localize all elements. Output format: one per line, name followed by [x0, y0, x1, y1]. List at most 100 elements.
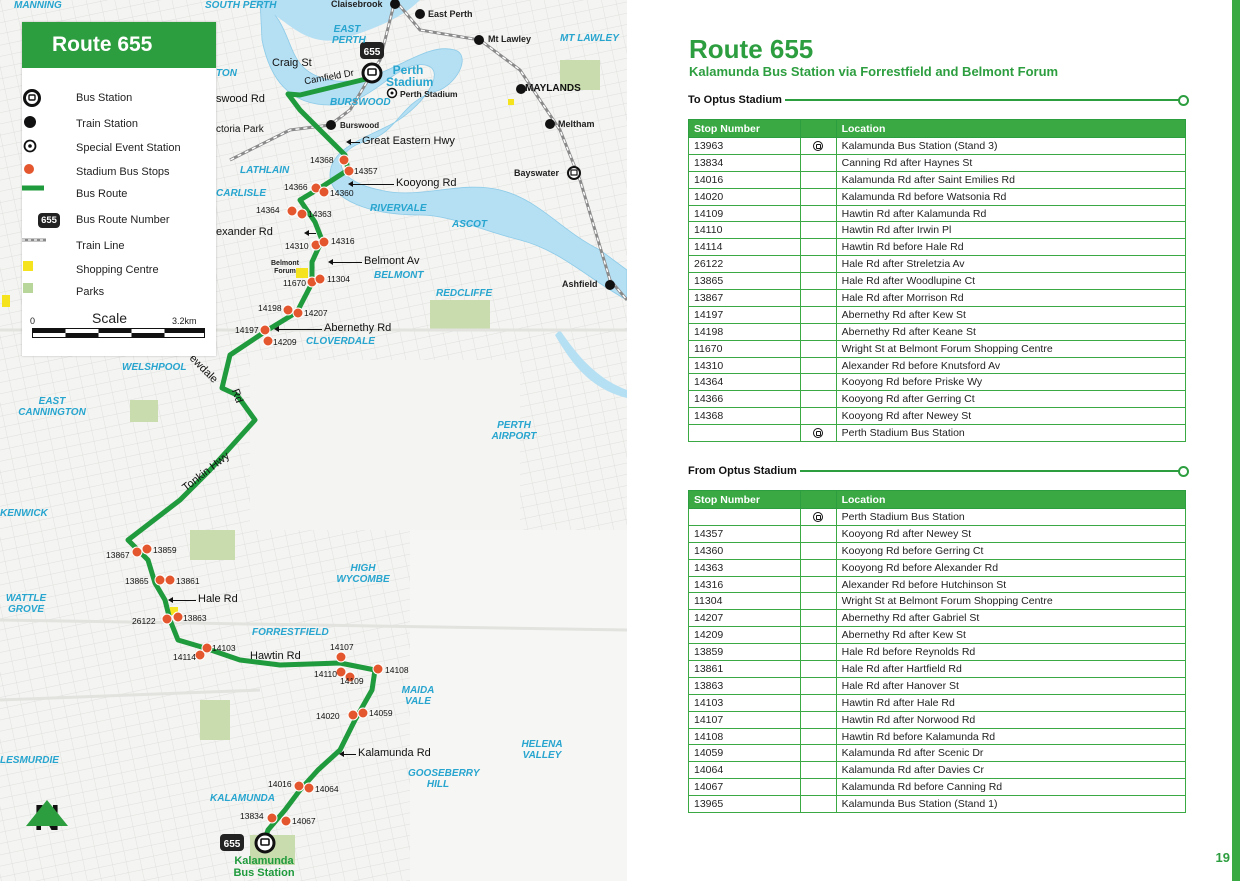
page-number: 19 — [1215, 850, 1230, 865]
location-cell: Kooyong Rd after Newey St — [835, 407, 1187, 426]
stop-number-cell: 11670 — [688, 339, 801, 358]
location-cell: Kooyong Rd before Priske Wy — [835, 373, 1187, 392]
stop-number-label: 26122 — [132, 616, 156, 626]
icon-cell — [799, 541, 837, 560]
airport-area — [250, 360, 520, 530]
legend-label: Bus Route — [76, 188, 128, 200]
suburb-label: MAIDA VALE — [401, 685, 435, 707]
stop-number-label: 14016 — [268, 779, 292, 789]
legend-label: Train Line — [76, 240, 125, 252]
stop-number-label: 14366 — [284, 182, 308, 192]
legend-item-route-number: 655 Bus Route Number — [22, 210, 170, 230]
legend-title: Route 655 — [22, 22, 216, 68]
icon-cell — [799, 170, 837, 189]
train-line-icon — [22, 238, 46, 242]
stop-number-cell: 26122 — [688, 255, 801, 274]
bus-station-icon — [813, 512, 824, 523]
header-location: Location — [835, 490, 1187, 509]
location-cell: Hawtin Rd after Hale Rd — [835, 693, 1187, 712]
stop-number-cell: 14363 — [688, 558, 801, 577]
legend-label: Shopping Centre — [76, 264, 159, 276]
location-cell: Kalamunda Bus Station (Stand 3) — [835, 137, 1187, 155]
table-header-row: Stop Number Location — [688, 490, 1187, 509]
scale-start: 0 — [30, 316, 36, 326]
location-cell: Hale Rd after Streletzia Av — [835, 255, 1187, 274]
svg-text:655: 655 — [364, 47, 381, 58]
stop-number-cell: 14064 — [688, 761, 801, 780]
location-cell: Abernethy Rd after Kew St — [835, 305, 1187, 324]
stop-number-cell: 14366 — [688, 390, 801, 409]
station-label: Bayswater — [514, 168, 560, 178]
shopping-centre-icon — [23, 261, 33, 271]
icon-cell — [799, 592, 837, 611]
stop-number-label: 14020 — [316, 711, 340, 721]
scale-bar: Scale 0 3.2km — [30, 308, 207, 348]
stop-number-cell: 13861 — [688, 660, 801, 678]
road-label: Belmont Av — [364, 255, 420, 267]
suburb-label: KALAMUNDA — [210, 793, 275, 804]
icon-cell — [799, 795, 837, 814]
stop-number-label: 13861 — [176, 576, 200, 586]
legend-label: Special Event Station — [76, 142, 181, 154]
route-map: 655 655 MANNING SOUTH PERTH EAST PERTH B… — [0, 0, 627, 881]
north-arrow-icon — [26, 800, 68, 826]
route-number-badge-north: 655 — [360, 42, 384, 59]
perth-stadium-label: Perth Stadium — [386, 63, 434, 89]
map-legend: Route 655 Bus Station Train Station Spec… — [22, 22, 216, 356]
suburb-label: MANNING — [14, 0, 62, 11]
stop-number-label: 14107 — [330, 642, 354, 652]
bus-station-icon — [23, 89, 41, 107]
header-stop-number: Stop Number — [688, 119, 801, 138]
location-cell: Abernethy Rd after Gabriel St — [835, 609, 1187, 628]
direction-line — [784, 95, 1190, 106]
bus-route-line — [125, 75, 378, 845]
station-label: Ashfield — [562, 279, 598, 289]
stop-number-cell: 14198 — [688, 322, 801, 341]
stop-number-cell: 11304 — [688, 592, 801, 611]
scale-end: 3.2km — [172, 316, 197, 326]
location-cell: Perth Stadium Bus Station — [835, 424, 1187, 443]
road-label: Hawtin Rd — [250, 650, 301, 662]
stop-number-cell: 13867 — [688, 289, 801, 307]
road-label: swood Rd — [216, 93, 265, 105]
bayswater-station-icon — [567, 166, 581, 180]
belmont-forum-label: Belmont Forum — [271, 260, 299, 275]
stop-number-cell: 14114 — [688, 238, 801, 257]
stop-number-cell — [688, 508, 801, 526]
perth-stadium-bus-station-icon — [361, 62, 383, 84]
bus-station-icon — [813, 141, 824, 152]
road-label: Hale Rd — [198, 593, 238, 605]
suburb-label: HELENA VALLEY — [521, 739, 563, 761]
location-cell: Kooyong Rd before Gerring Ct — [835, 541, 1187, 560]
location-cell: Wright St at Belmont Forum Shopping Cent… — [835, 339, 1187, 358]
station-label: Meltham — [558, 119, 595, 129]
location-cell: Hawtin Rd after Norwood Rd — [835, 710, 1187, 729]
stop-number-cell: 14197 — [688, 305, 801, 324]
suburb-label: EAST PERTH — [332, 24, 366, 46]
suburb-label: ASCOT — [452, 219, 487, 230]
stop-number-cell: 14310 — [688, 356, 801, 375]
suburb-label: ctoria Park — [216, 124, 264, 135]
icon-cell — [799, 390, 837, 409]
timetable-panel: Route 655 Kalamunda Bus Station via Forr… — [627, 0, 1252, 881]
location-cell: Canning Rd after Haynes St — [835, 153, 1187, 172]
stop-number-cell: 13834 — [688, 153, 801, 172]
header-location: Location — [835, 119, 1187, 138]
route-number-badge-south: 655 — [220, 834, 244, 851]
stadium-bus-stops — [131, 154, 384, 827]
stop-number-label: 14360 — [330, 188, 354, 198]
legend-item-stadium-stops: Stadium Bus Stops — [22, 162, 170, 182]
legend-label: Bus Route Number — [76, 214, 170, 226]
icon-cell — [799, 137, 837, 155]
stop-number-cell: 13965 — [688, 795, 801, 814]
